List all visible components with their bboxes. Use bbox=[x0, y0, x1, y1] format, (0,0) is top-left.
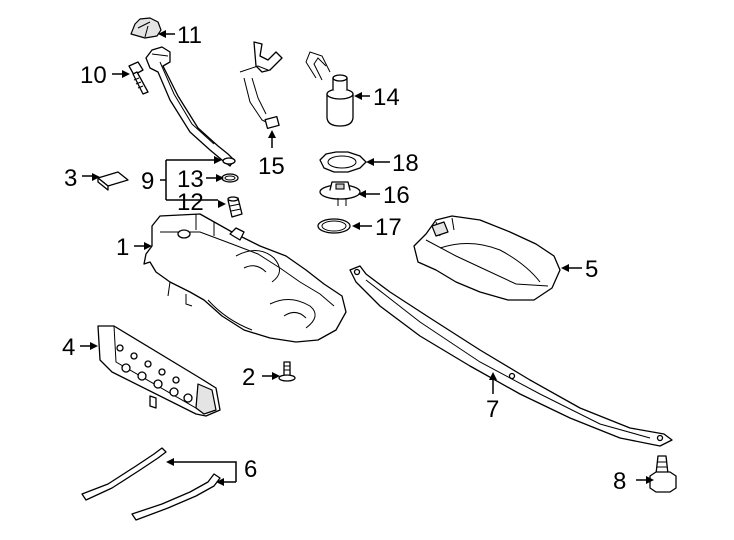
part-3-pad bbox=[97, 171, 129, 191]
part-15-sending-unit bbox=[239, 41, 283, 130]
part-2-bolt bbox=[278, 361, 296, 382]
part-16-flange bbox=[319, 181, 361, 206]
part-13-o-ring bbox=[221, 173, 239, 183]
callout-11: 11 bbox=[177, 22, 202, 49]
part-17-seal bbox=[317, 218, 351, 234]
part-18-lock-ring bbox=[319, 151, 367, 173]
callout-5: 5 bbox=[585, 256, 598, 283]
callout-labels: 11 10 3 9 13 12 1 4 2 14 15 18 16 17 5 7… bbox=[62, 22, 626, 495]
callout-16: 16 bbox=[383, 182, 410, 209]
part-12-hose bbox=[227, 196, 243, 218]
part-8-bolt bbox=[649, 455, 677, 493]
callout-15: 15 bbox=[258, 153, 285, 180]
callout-8: 8 bbox=[613, 468, 626, 495]
callout-17: 17 bbox=[375, 214, 402, 241]
callout-10: 10 bbox=[80, 62, 107, 89]
part-10-bolt bbox=[128, 61, 149, 95]
part-1-fuel-tank bbox=[143, 213, 347, 343]
callout-3: 3 bbox=[64, 165, 77, 192]
part-11-filler-cap bbox=[130, 17, 162, 39]
callout-9: 9 bbox=[141, 168, 154, 195]
part-6-straps bbox=[81, 447, 221, 521]
callout-2: 2 bbox=[242, 364, 255, 391]
callout-7: 7 bbox=[486, 396, 499, 423]
callout-1: 1 bbox=[116, 234, 129, 261]
filler-neck-pipe bbox=[145, 46, 236, 167]
part-4-shield bbox=[97, 325, 221, 417]
callout-18: 18 bbox=[392, 150, 419, 177]
part-5-insulator bbox=[413, 215, 561, 301]
part-7-strap bbox=[349, 265, 673, 447]
callout-14: 14 bbox=[373, 84, 400, 111]
callout-6: 6 bbox=[244, 456, 257, 483]
callout-12: 12 bbox=[177, 189, 204, 216]
part-14-fuel-pump bbox=[305, 51, 354, 127]
callout-4: 4 bbox=[62, 334, 75, 361]
callout-13: 13 bbox=[177, 166, 204, 193]
leader-lines bbox=[80, 30, 654, 486]
